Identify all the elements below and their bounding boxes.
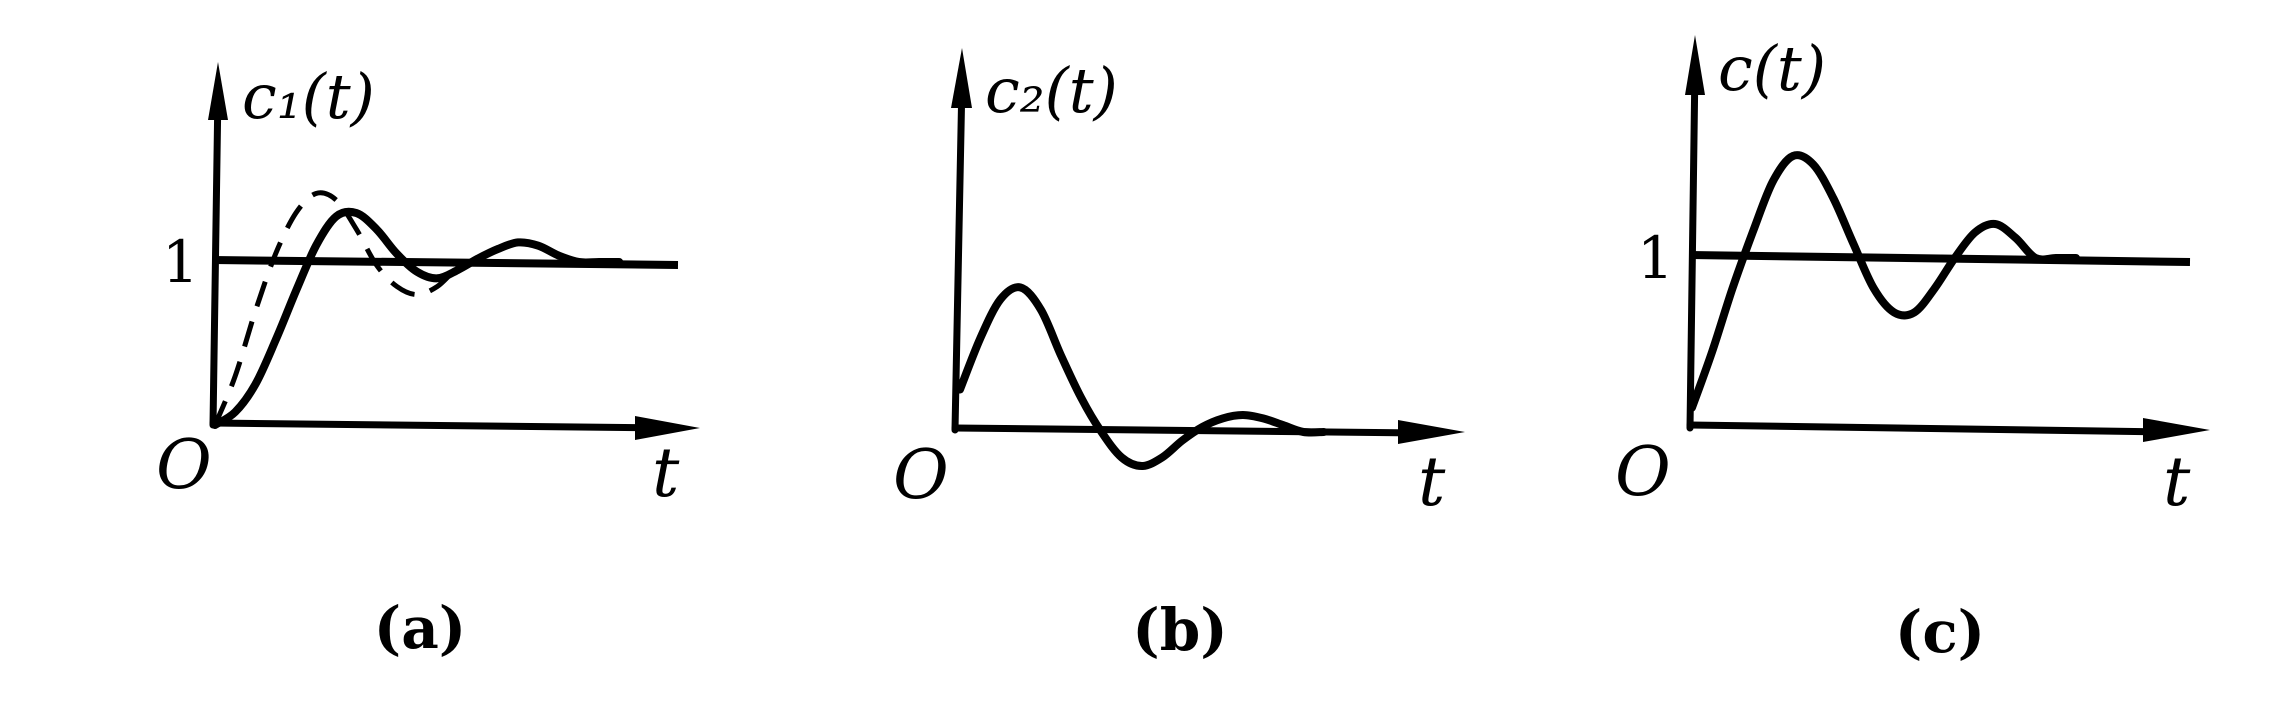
x-axis-label-a: t: [652, 434, 680, 513]
y-axis-arrow-c: [1685, 35, 1705, 95]
x-axis-label-b: t: [1418, 443, 1446, 522]
panel-caption-b: (b): [1132, 596, 1227, 664]
panel-b: c₂(t) O t (b): [893, 48, 1465, 664]
y-axis-arrow-b: [951, 48, 972, 108]
y-axis-label-a: c₁(t): [242, 60, 375, 133]
origin-label-a: O: [156, 426, 212, 505]
panel-a: c₁(t) 1 O t (a): [156, 60, 700, 662]
origin-label-b: O: [893, 436, 949, 515]
y-axis-label-b: c₂(t): [985, 54, 1118, 127]
reference-line-c: [1689, 251, 2191, 266]
x-axis-arrow-c: [2143, 418, 2210, 442]
series-line-a-dashed: [212, 190, 479, 426]
panel-caption-a: (a): [374, 594, 466, 662]
x-axis-c: [1686, 421, 2174, 436]
y-axis-c: [1686, 61, 1699, 432]
y-axis-label-c: c(t): [1718, 32, 1826, 105]
series-line-b-solid: [956, 283, 1328, 470]
x-axis-arrow-b: [1398, 420, 1465, 444]
series-line-a-solid: [211, 207, 624, 429]
series-line-c-solid: [1688, 151, 2080, 412]
origin-label-c: O: [1615, 433, 1671, 512]
x-axis-label-c: t: [2163, 443, 2191, 522]
y-axis-arrow-a: [208, 62, 228, 120]
y-tick-label-a: 1: [162, 228, 199, 296]
panel-c: c(t) 1 O t (c): [1615, 32, 2210, 666]
x-axis-a: [209, 419, 672, 432]
y-axis-b: [951, 76, 966, 434]
panel-caption-c: (c): [1895, 598, 1985, 666]
y-tick-label-c: 1: [1637, 224, 1674, 292]
x-axis-arrow-a: [635, 416, 700, 440]
